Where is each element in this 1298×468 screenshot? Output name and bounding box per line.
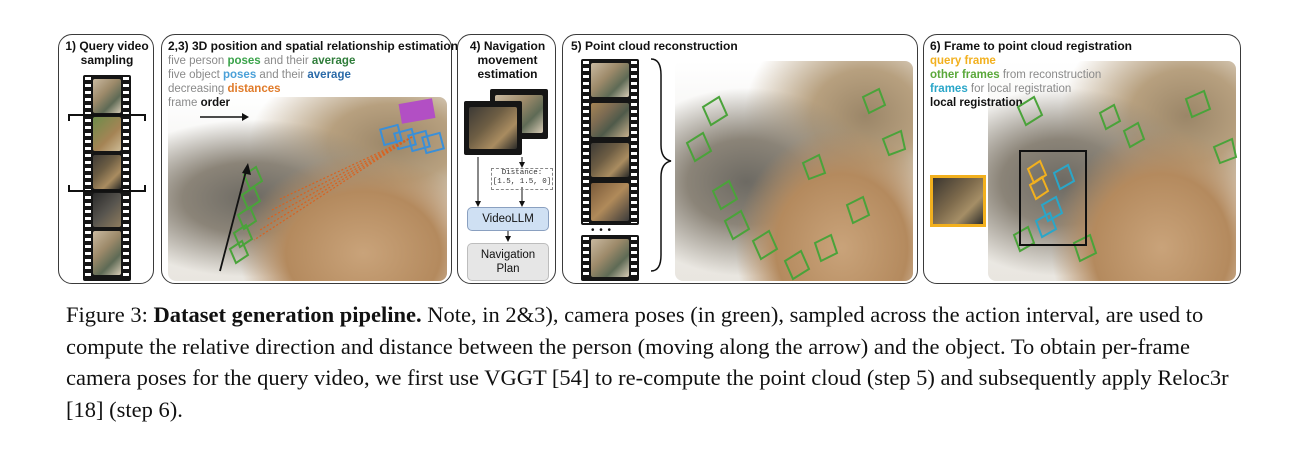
legend-distances: decreasing distances — [168, 83, 281, 95]
video-frame — [469, 107, 517, 149]
panel-4-title-line2: movement — [477, 53, 538, 67]
local-registration-box — [1019, 150, 1087, 246]
video-frame — [93, 117, 121, 151]
film-holes-right — [631, 61, 637, 223]
panel-navigation-movement: 4) Navigation movement estimation Distan… — [457, 34, 556, 284]
reconstruction-filmstrip — [581, 59, 639, 225]
distance-lines — [253, 136, 413, 241]
panel-23-title: 2,3) 3D position and spatial relationshi… — [168, 39, 459, 53]
caption-label: Figure 3: — [66, 302, 148, 327]
flow-arrows — [475, 157, 525, 242]
video-frame — [93, 79, 121, 113]
plan-line2: Plan — [496, 263, 520, 275]
point-cloud-scene-kitchen — [168, 97, 447, 281]
video-frame — [93, 193, 121, 227]
panel-4-title-line3: estimation — [477, 67, 538, 81]
panel-frame-registration: 6) Frame to point cloud registration que… — [923, 34, 1241, 284]
video-frame — [93, 231, 121, 275]
reconstruction-filmstrip-last — [581, 235, 639, 281]
legend-local-frames: frames for local registration — [930, 83, 1072, 95]
panel-5-title: 5) Point cloud reconstruction — [571, 39, 738, 53]
film-holes-left — [583, 237, 589, 279]
panel-6-legend: query frame other frames from reconstruc… — [930, 54, 1101, 110]
video-frame — [591, 143, 629, 177]
legend-other-frames: other frames from reconstruction — [930, 69, 1102, 81]
caption-text: Note, in 2&3), camera poses (in green), … — [66, 302, 1229, 422]
person-poses-green — [228, 165, 264, 265]
caption-bold: Dataset generation pipeline. — [153, 302, 422, 327]
legend-local-registration: local registration — [930, 97, 1023, 109]
film-holes-right — [123, 77, 129, 279]
distance-label: Distance: — [501, 169, 543, 177]
panel-1-title: 1) Query video sampling — [59, 39, 155, 67]
point-cloud-scene-reconstructed — [675, 61, 913, 281]
film-holes-left — [85, 77, 91, 279]
panel-1-title-line2: sampling — [80, 53, 134, 67]
object-marker — [398, 98, 436, 124]
panel-23-legend: five person poses and their average five… — [168, 54, 355, 110]
plan-line1: Navigation — [480, 249, 536, 261]
distance-box: Distance: [1.5, 1.5, 0] — [491, 168, 553, 190]
panel-3d-position-estimation: 2,3) 3D position and spatial relationshi… — [161, 34, 459, 284]
ellipsis: • • • — [591, 225, 613, 236]
legend-object-poses: five object poses and their average — [168, 69, 351, 81]
film-holes-left — [583, 61, 589, 223]
query-frame-thumbnail — [930, 175, 986, 227]
sampling-brackets — [68, 114, 146, 192]
film-holes-right — [631, 237, 637, 279]
video-frame — [93, 155, 121, 189]
query-poses-yellow — [1026, 159, 1050, 201]
videollm-box: VideoLLM — [467, 207, 549, 231]
registration-overlay — [1012, 89, 1238, 263]
panel-4-title: 4) Navigation movement estimation — [458, 39, 557, 81]
video-frame — [591, 183, 629, 221]
query-video-filmstrip — [83, 75, 131, 281]
video-frame — [591, 103, 629, 137]
pose-overlay-23 — [200, 98, 445, 272]
object-poses-blue — [379, 123, 445, 155]
panel-6-title: 6) Frame to point cloud registration — [930, 39, 1133, 53]
video-frame — [591, 63, 629, 97]
panel-1-title-line1: 1) Query video — [65, 39, 149, 53]
panel-4-title-line1: 4) Navigation — [469, 39, 546, 53]
panel-point-cloud-reconstruction: 5) Point cloud reconstruction • • • — [562, 34, 918, 284]
stacked-frame-front — [464, 101, 522, 155]
local-frames-cyan — [1034, 163, 1076, 239]
panel-query-video-sampling: 1) Query video sampling — [58, 34, 154, 284]
figure-caption: Figure 3: Dataset generation pipeline. N… — [66, 299, 1246, 425]
movement-arrow — [219, 170, 247, 272]
distance-value: [1.5, 1.5, 0] — [492, 178, 552, 186]
navigation-plan-box: Navigation Plan — [467, 243, 549, 281]
curly-brace — [650, 58, 672, 272]
video-frame — [591, 239, 629, 277]
legend-person-poses: five person poses and their average — [168, 55, 356, 67]
reconstructed-camera-poses — [685, 87, 907, 281]
legend-frame-order: frame order — [168, 97, 230, 109]
legend-query-frame: query frame — [930, 55, 996, 67]
